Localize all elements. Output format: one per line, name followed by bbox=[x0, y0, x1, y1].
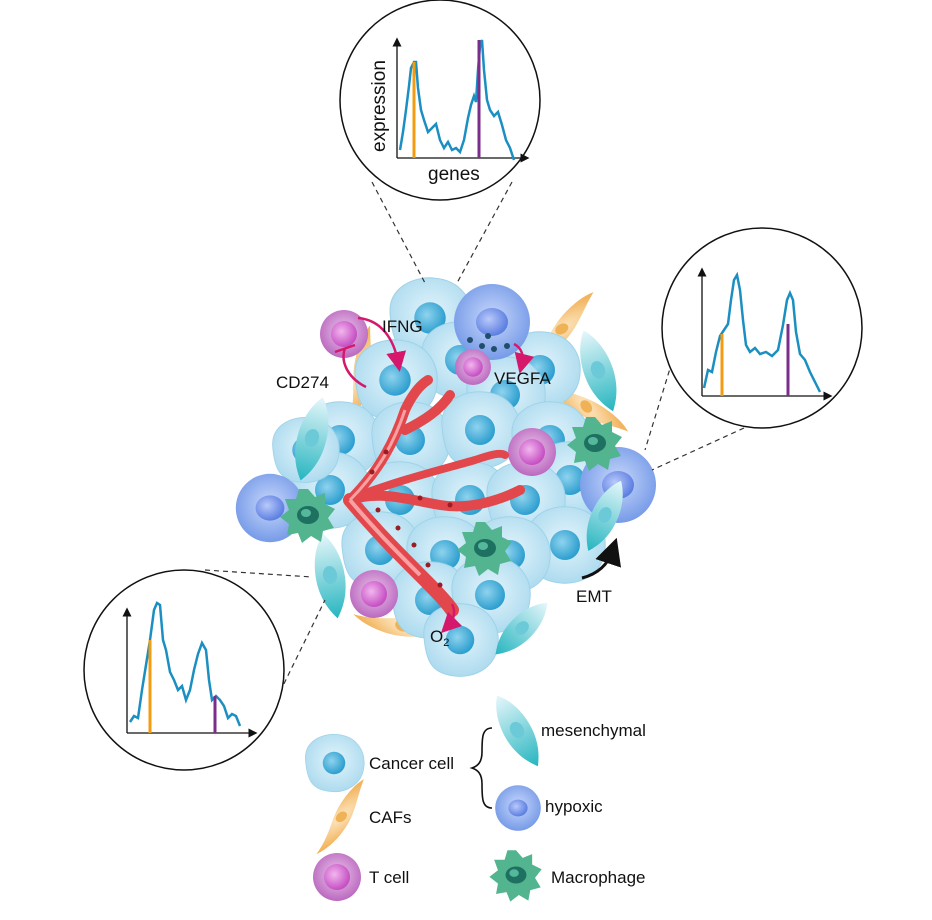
inset-top-ylabel: expression bbox=[369, 60, 390, 152]
o2-label: O2 bbox=[430, 627, 449, 649]
legend-t-cell-icon bbox=[313, 853, 361, 901]
legend-macrophage-icon bbox=[489, 850, 542, 902]
vegfa-label: VEGFA bbox=[494, 369, 551, 388]
legend-cancer-cell-label: Cancer cell bbox=[369, 754, 454, 773]
inset-right bbox=[661, 227, 863, 429]
inset-top: genes expression bbox=[339, 0, 541, 201]
legend-brace bbox=[469, 727, 493, 809]
connector-lines bbox=[204, 181, 745, 701]
inset-left bbox=[83, 569, 285, 771]
legend-mesenchymal-label: mesenchymal bbox=[541, 721, 646, 740]
tumor-cluster bbox=[235, 277, 656, 677]
legend-macrophage-label: Macrophage bbox=[551, 868, 646, 887]
blood-vessel bbox=[343, 375, 525, 617]
cd274-label: CD274 bbox=[276, 373, 329, 392]
emt-label: EMT bbox=[576, 587, 612, 606]
legend-hypoxic-icon bbox=[495, 785, 541, 831]
legend: Cancer cell mesenchymal hypoxic CAFs T c… bbox=[298, 688, 646, 902]
legend-t-cell-label: T cell bbox=[369, 868, 409, 887]
legend-cancer-cell-icon bbox=[305, 733, 365, 793]
inset-top-xlabel: genes bbox=[428, 164, 480, 185]
ifng-label: IFNG bbox=[382, 317, 423, 336]
legend-hypoxic-label: hypoxic bbox=[545, 797, 603, 816]
legend-cafs-label: CAFs bbox=[369, 808, 412, 827]
